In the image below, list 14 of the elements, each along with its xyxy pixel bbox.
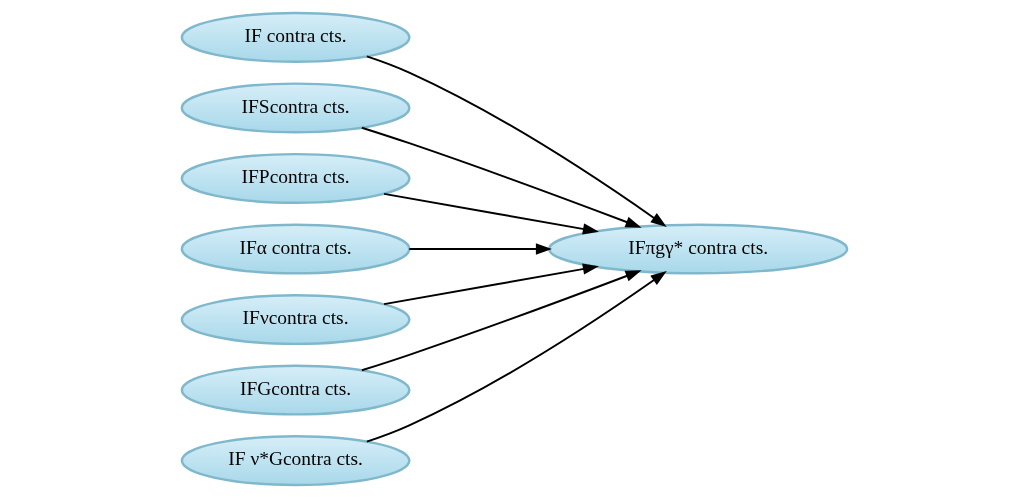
arrow: [383, 263, 599, 306]
arrow: [365, 271, 667, 443]
node-ellipse: IFα contra cts.: [180, 223, 411, 275]
node-ellipse: IF ν*Gcontra cts.: [180, 435, 411, 487]
arrow: [383, 192, 599, 235]
arrow: [408, 243, 552, 255]
arrow: [360, 126, 642, 228]
arrow: [365, 55, 667, 227]
node-ellipse: IFνcontra cts.: [180, 294, 411, 346]
node-ellipse: IFPcontra cts.: [180, 152, 411, 204]
arrow: [360, 270, 642, 372]
node-ellipse: IFScontra cts.: [180, 82, 411, 134]
node-ellipse: IF contra cts.: [180, 11, 411, 63]
node-ellipse: IFGcontra cts.: [180, 364, 411, 416]
